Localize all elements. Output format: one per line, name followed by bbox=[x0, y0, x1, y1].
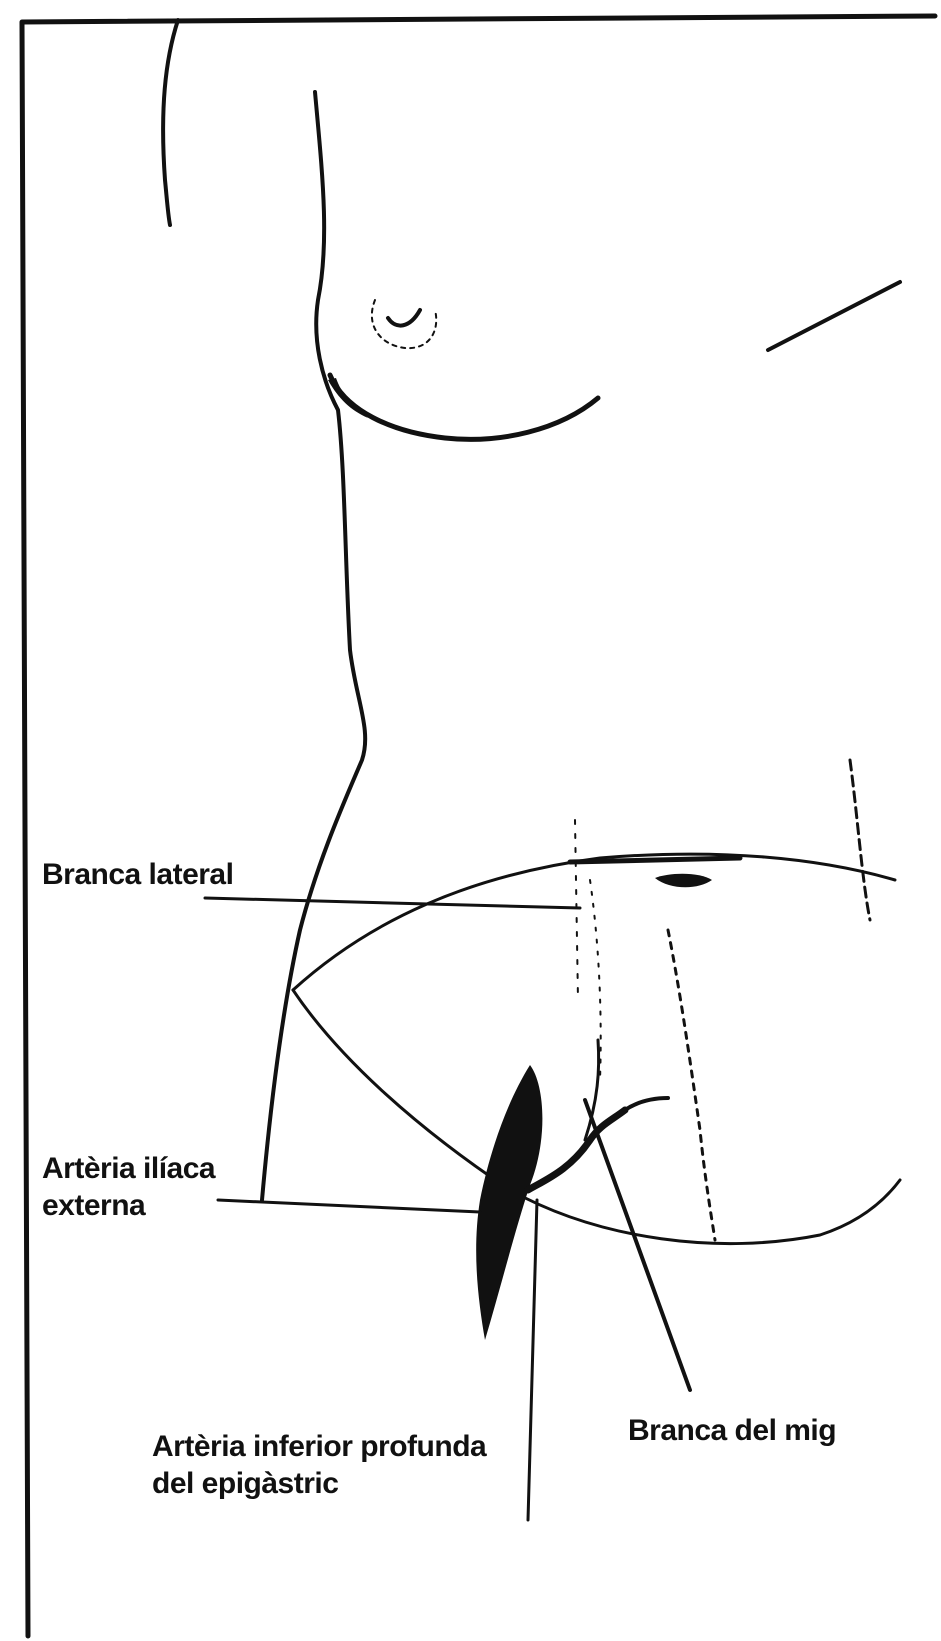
label-arteria-inferior-line1: Artèria inferior profunda bbox=[152, 1430, 486, 1463]
label-branca-del-mig: Branca del mig bbox=[628, 1414, 836, 1447]
arm-contour bbox=[163, 20, 178, 225]
breast-contour bbox=[330, 375, 598, 439]
midline-stipple bbox=[668, 930, 715, 1240]
nipple bbox=[388, 310, 420, 326]
flap-outline bbox=[293, 854, 895, 990]
artery-branch-2 bbox=[625, 1098, 668, 1110]
umbilicus bbox=[655, 874, 712, 888]
artery-branch-3 bbox=[585, 1040, 599, 1140]
label-arteria-inferior-line2: del epigàstric bbox=[152, 1467, 338, 1500]
artery-branch bbox=[528, 1110, 625, 1190]
label-branca-lateral: Branca lateral bbox=[42, 858, 233, 891]
leader-branca-lateral bbox=[205, 898, 580, 908]
flap-lower-outline bbox=[293, 990, 900, 1244]
right-arm-line bbox=[768, 282, 900, 350]
label-arteria-iliaca-externa-line2: externa bbox=[42, 1189, 145, 1222]
leader-arteria-inferior bbox=[528, 1200, 537, 1520]
leader-arteria-iliaca bbox=[218, 1200, 480, 1212]
vertical-dashed bbox=[575, 820, 578, 1000]
label-arteria-iliaca-externa-line1: Artèria ilíaca bbox=[42, 1152, 215, 1185]
hip-right-contour bbox=[850, 760, 870, 920]
leader-branca-del-mig bbox=[585, 1100, 690, 1390]
torso-left-contour bbox=[262, 92, 365, 1200]
frame-border bbox=[22, 16, 935, 1636]
